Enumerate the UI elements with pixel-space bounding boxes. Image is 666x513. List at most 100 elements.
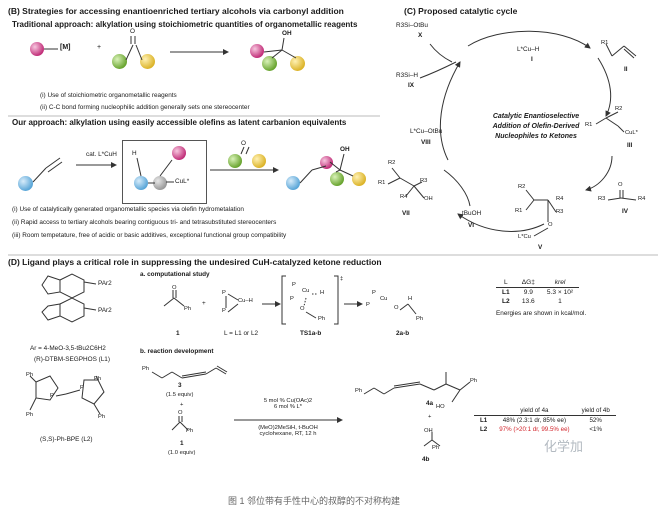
metal-label: [M] [60, 44, 71, 51]
bond-line [216, 365, 228, 373]
section-b-title: (B) Strategies for accessing enantioenri… [8, 6, 344, 16]
pink-ball-icon [172, 146, 186, 160]
our-point-2: (ii) Rapid access to tertiary alcohols b… [12, 219, 277, 226]
prod4a-ph2: Ph [470, 378, 478, 384]
dioxole-ring [41, 275, 61, 295]
our-approach-heading: Our approach: alkylation using easily ac… [12, 118, 347, 127]
comp-ketone-label: 1 [176, 330, 180, 337]
ts-bracket [281, 275, 286, 325]
ts-cu: Cu [302, 288, 310, 294]
species-vi-label: VI [468, 222, 475, 229]
bond-line [620, 197, 637, 201]
bond-line [136, 157, 142, 177]
prod4b-label: 4b [422, 456, 430, 463]
bond-line [433, 383, 447, 391]
cul-label: CuL* [175, 178, 190, 185]
bond-line [205, 367, 217, 375]
conditions-bottom: (MeO)2MeSiH, t-BuOH cyclohexane, RT, 12 … [258, 425, 318, 437]
bond-line [451, 389, 461, 403]
section-d-title: (D) Ligand plays a critical role in supp… [8, 257, 382, 267]
conditions-top: 5 mol % Cu(OAc)2 6 mol % L* [263, 398, 313, 410]
green-ball-icon [262, 56, 277, 71]
ts-ph: Ph [318, 316, 326, 322]
yield-table: yield of 4a yield of 4b L1 48% (2.3:1 dr… [474, 406, 616, 434]
blue-ball-icon [134, 176, 148, 190]
bond-line [605, 111, 619, 119]
prod-2ab-label: 2a-b [396, 330, 410, 337]
bond-line [407, 303, 417, 315]
energy-table: L ΔG‡ krel L1 9.9 5.3 × 10² L2 13.6 1 En… [496, 279, 587, 317]
ts-p1: P [292, 282, 296, 288]
cycle-arrow [419, 61, 457, 79]
grey-ball-icon [153, 176, 167, 190]
bond-line [329, 161, 341, 171]
blue-ball-icon [286, 176, 300, 190]
bond-line [125, 44, 134, 61]
ts-o: O [300, 306, 305, 312]
trad-oh-label: OH [282, 30, 292, 37]
intermediate-box [122, 140, 207, 204]
cycle-arrow [585, 155, 613, 192]
table-row: L1 [480, 417, 488, 424]
ts-dagger: ‡ [340, 276, 344, 282]
our-point-1: (i) Use of catalytically generated organ… [12, 206, 244, 213]
l2-p-1: P [50, 393, 54, 399]
yield-header-4b: yield of 4b [581, 407, 610, 414]
bond-line [431, 439, 441, 447]
bond-line [55, 393, 67, 397]
plus-sign: + [97, 44, 102, 51]
bond-line [281, 49, 297, 59]
benzodioxole-ring [59, 297, 85, 323]
yellow-ball-icon [290, 56, 305, 71]
species-v-label: V [538, 244, 543, 251]
species-i-formula: L*Cu–H [517, 46, 540, 53]
phospholane-ring [81, 379, 105, 405]
bond-line [459, 381, 471, 391]
v-r2: R2 [518, 184, 526, 190]
bond-line [171, 421, 181, 431]
species-vii-label: VII [402, 210, 410, 217]
l2-ph-3: Ph [26, 412, 34, 418]
ts-p2: P [290, 296, 294, 302]
section-c-title: (C) Proposed catalytic cycle [404, 6, 518, 16]
bond-line [617, 125, 625, 133]
bond-line [533, 227, 549, 237]
species-iii-label: III [627, 142, 633, 149]
bond-line [227, 303, 239, 313]
watermark-text: 化学加 [544, 439, 584, 454]
bond-line [605, 43, 613, 57]
comp-heading: a. computational study [140, 271, 210, 278]
bond-line [413, 181, 423, 187]
prod4b-ph: Ph [432, 445, 440, 451]
cycle-arrow [467, 30, 591, 49]
figure-caption: 图 1 邻位带有手性中心的叔醇的不对称构建 [228, 496, 401, 506]
species-viii-formula: L*Cu–OtBu [410, 128, 443, 135]
energy-header-l: L [504, 279, 508, 286]
dev-heading: b. reaction development [140, 348, 214, 355]
vii-r3: R3 [420, 178, 428, 184]
sm3-label: 3 [178, 382, 182, 389]
bond-line [419, 383, 435, 391]
bond-line [525, 189, 535, 201]
bond-line [605, 117, 619, 127]
bond-line [45, 157, 61, 169]
pink-ball-icon [250, 44, 264, 58]
trad-point-2: (ii) C-C bond forming nucleophilic addit… [40, 104, 250, 111]
bond-line [423, 439, 433, 447]
energy-note: Energies are shown in kcal/mol. [496, 310, 587, 317]
species-viii-label: VIII [421, 139, 431, 146]
ts-bracket [334, 275, 339, 325]
l1-par2-top: PAr2 [98, 280, 112, 287]
iv-r4: R4 [638, 196, 646, 202]
vii-r4: R4 [400, 194, 408, 200]
sm3-ph: Ph [142, 366, 150, 372]
bond-line [47, 161, 63, 173]
species-vi-formula: tBuOH [462, 210, 482, 217]
l2-p-2: P [80, 385, 84, 391]
bond-line [391, 167, 401, 179]
bond-line [65, 389, 81, 395]
bond-line [611, 45, 625, 57]
bond-line [161, 371, 173, 379]
bond-line [445, 383, 461, 391]
sm1-ph: Ph [186, 428, 194, 434]
